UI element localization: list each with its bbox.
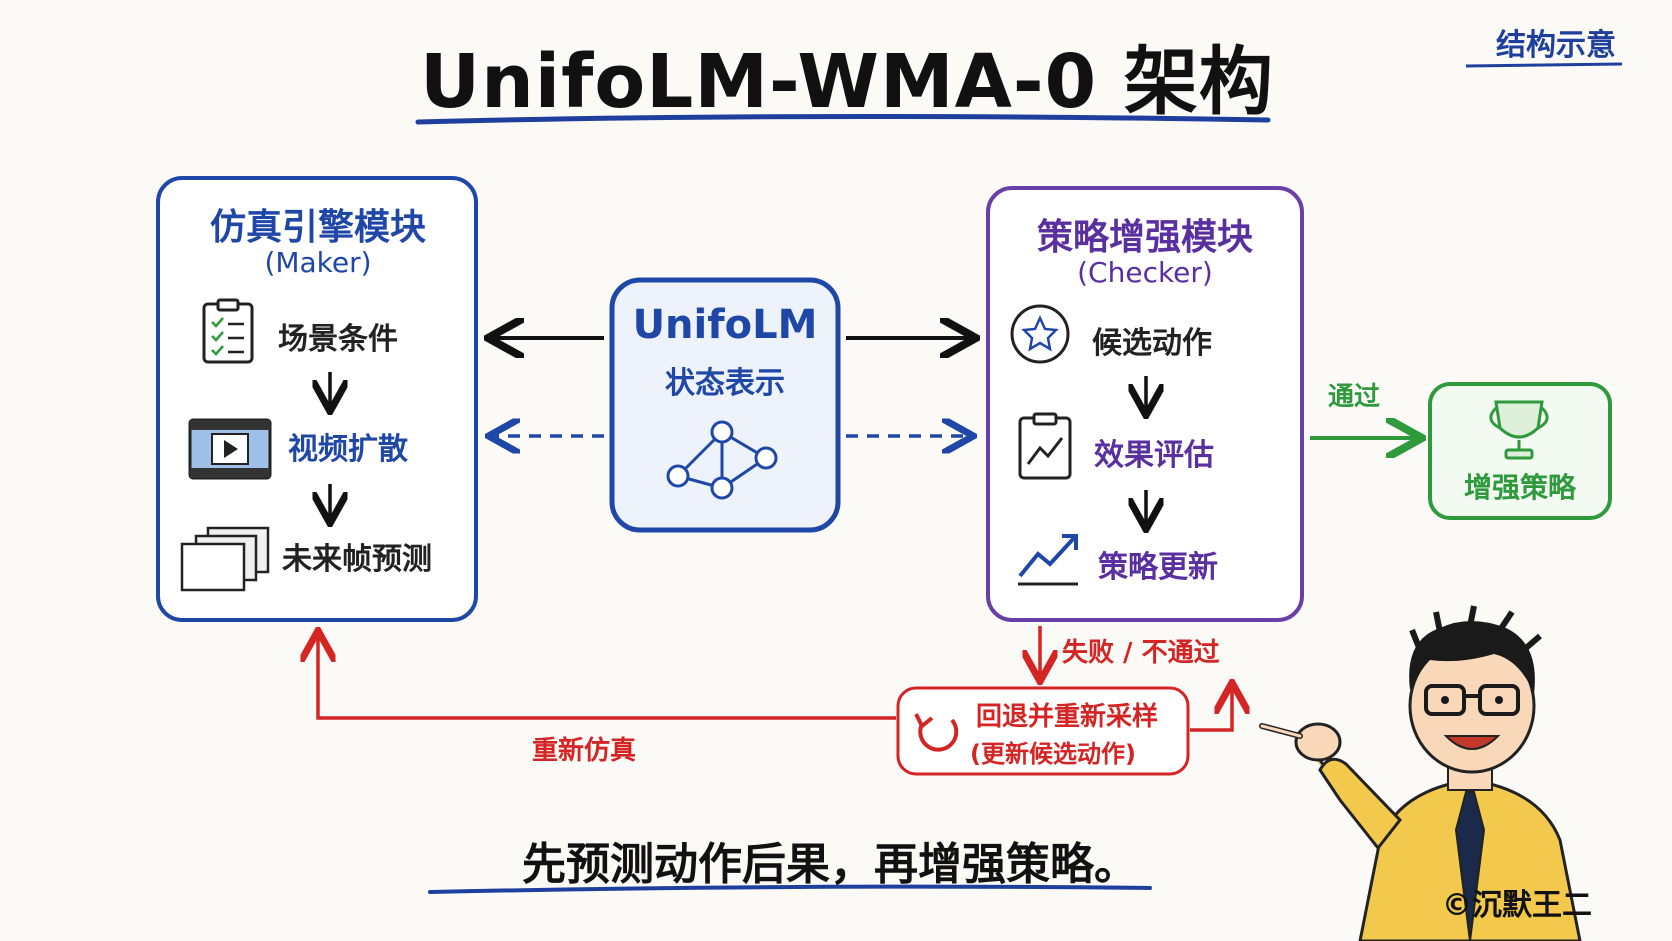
checker-item-candidate: 候选动作: [1092, 326, 1212, 361]
film-play-icon: [188, 418, 272, 480]
checker-subtitle: (Checker): [1077, 256, 1213, 289]
network-graph-icon: [666, 420, 778, 500]
arrow-rollback-up: [1190, 686, 1232, 732]
rollback-subtitle: (更新候选动作): [970, 740, 1136, 768]
center-box: [609, 277, 841, 533]
center-title: UnifoLM: [632, 302, 818, 348]
chart-clipboard-icon: [1018, 412, 1072, 480]
stacked-frames-icon: [180, 526, 270, 592]
page-title: UnifoLM-WMA-0 架构: [420, 39, 1274, 125]
tagline-underline: [428, 884, 1152, 894]
tag-underline: [1465, 62, 1623, 68]
fail-label: 失败 / 不通过: [1062, 638, 1220, 668]
arrow-resim: [318, 634, 896, 720]
refresh-icon: [914, 713, 959, 752]
resim-label: 重新仿真: [532, 736, 637, 766]
center-subtitle: 状态表示: [665, 366, 785, 401]
copyright: ©沉默王二: [1442, 888, 1592, 923]
checker-title: 策略增强模块: [1036, 217, 1253, 258]
checker-item-update: 策略更新: [1098, 550, 1218, 585]
rollback-title: 回退并重新采样: [976, 702, 1159, 732]
clipboard-checklist-icon: [202, 298, 254, 364]
diagram-tag: 结构示意: [1496, 28, 1616, 63]
checker-item-evaluate: 效果评估: [1094, 438, 1214, 473]
maker-subtitle: (Maker): [264, 246, 372, 279]
trophy-icon: [1489, 400, 1549, 460]
result-label: 增强策略: [1463, 471, 1576, 504]
presenter-character: [1259, 605, 1582, 941]
star-circle-icon: [1010, 304, 1070, 364]
maker-title: 仿真引擎模块: [209, 207, 426, 248]
pass-label: 通过: [1328, 382, 1381, 412]
rollback-box: [896, 686, 1190, 776]
trend-up-icon: [1018, 534, 1078, 586]
tagline: 先预测动作后果，再增强策略。: [522, 839, 1138, 890]
maker-item-diffusion: 视频扩散: [288, 432, 408, 467]
maker-item-scene: 场景条件: [278, 322, 398, 357]
title-underline: [415, 113, 1271, 125]
maker-item-prediction: 未来帧预测: [282, 542, 432, 577]
